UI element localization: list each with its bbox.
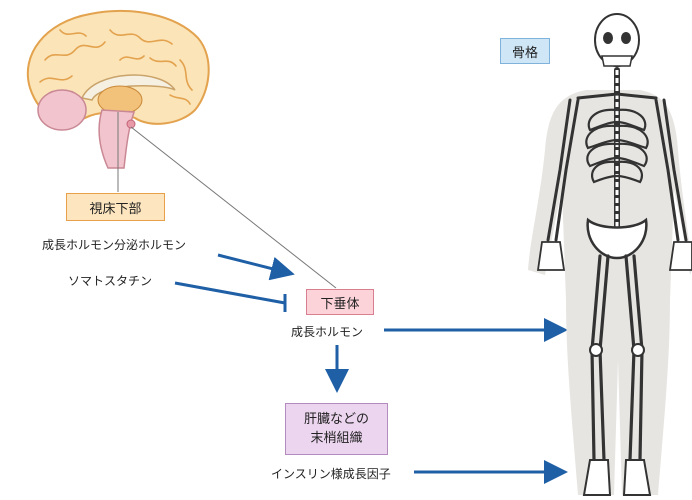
ghrh-arrow	[218, 255, 289, 273]
somatostatin-inhibit-line	[175, 283, 285, 303]
ghrh-text: 成長ホルモン分泌ホルモン	[42, 236, 186, 253]
somatostatin-text: ソマトスタチン	[68, 272, 152, 289]
skeleton-illustration	[528, 14, 692, 495]
bone-label: 骨格	[512, 42, 538, 61]
hypothalamus-label-box: 視床下部	[66, 193, 165, 221]
gh-text: 成長ホルモン	[291, 323, 363, 340]
bone-label-box: 骨格	[500, 38, 550, 64]
liver-label-line2: 末梢組織	[310, 429, 362, 448]
hypothalamus-label: 視床下部	[89, 198, 141, 217]
igf1-text: インスリン様成長因子	[271, 465, 391, 482]
liver-label-line1: 肝臓などの	[304, 410, 369, 429]
pituitary-label: 下垂体	[320, 293, 359, 312]
pituitary-label-box: 下垂体	[306, 289, 374, 315]
liver-label-box: 肝臓などの 末梢組織	[285, 403, 388, 455]
